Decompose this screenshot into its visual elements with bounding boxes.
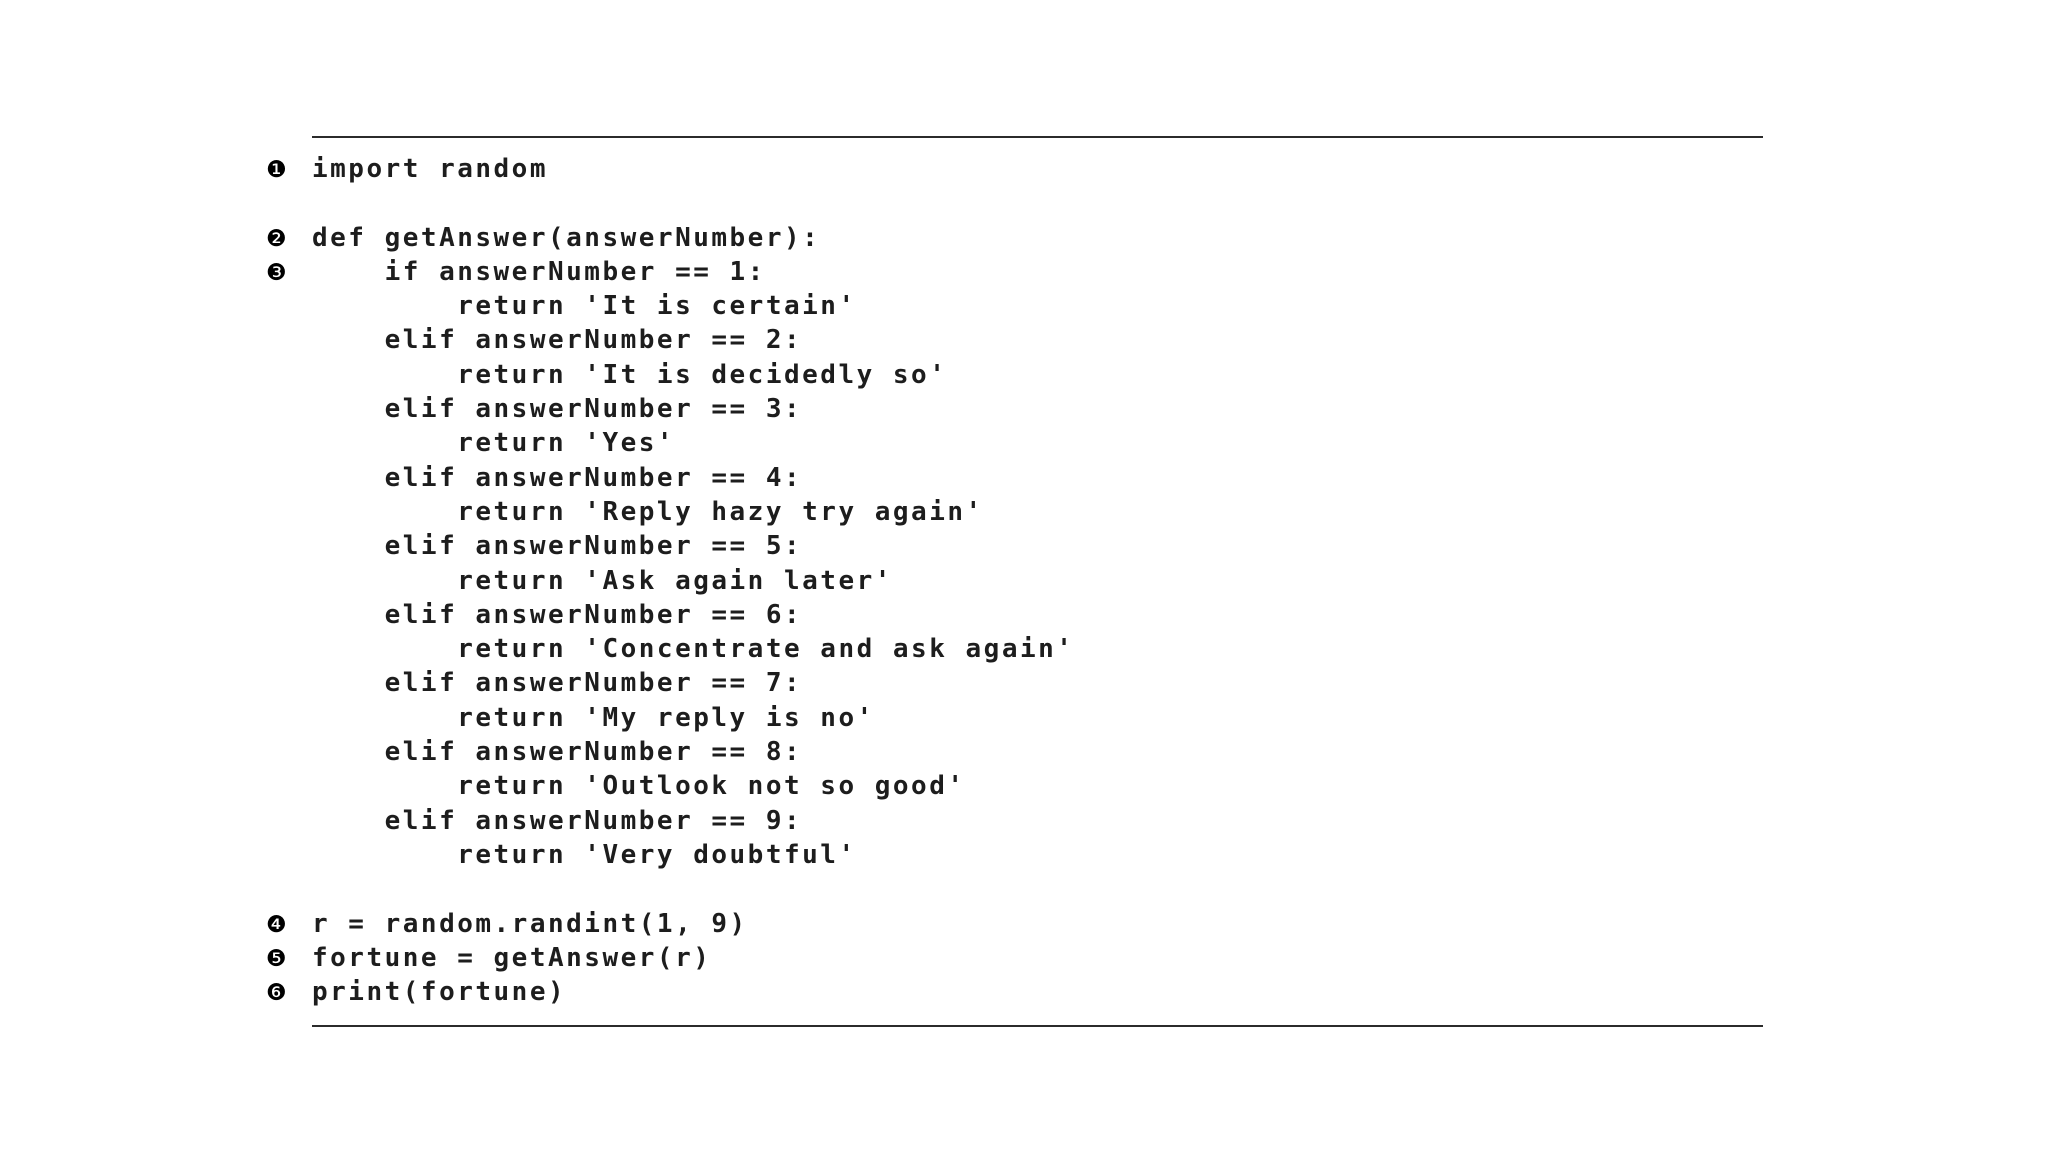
code-line: ❹ r = random.randint(1, 9): [266, 907, 1074, 941]
code-line: return 'Yes': [266, 426, 1074, 460]
code-line: return 'Ask again later': [266, 564, 1074, 598]
code-text: def getAnswer(answerNumber):: [312, 222, 821, 253]
code-text: return 'It is certain': [312, 291, 857, 322]
code-line: ❶ import random: [266, 152, 1074, 186]
callout-number-icon: ❶: [266, 157, 287, 183]
code-text: elif answerNumber == 2:: [312, 325, 803, 356]
code-text: elif answerNumber == 9:: [312, 805, 803, 836]
code-text: elif answerNumber == 6:: [312, 599, 803, 630]
code-line: ❺ fortune = getAnswer(r): [266, 941, 1074, 975]
code-line: elif answerNumber == 6:: [266, 598, 1074, 632]
code-line: elif answerNumber == 2:: [266, 323, 1074, 357]
code-listing: ❶ import random ❷ def getAnswer(answerNu…: [266, 136, 1763, 1027]
code-text: r = random.randint(1, 9): [312, 908, 748, 939]
code-line: ❷ def getAnswer(answerNumber):: [266, 221, 1074, 255]
code-text: fortune = getAnswer(r): [312, 942, 712, 973]
code-lines: ❶ import random ❷ def getAnswer(answerNu…: [266, 152, 1074, 1009]
code-line: elif answerNumber == 5:: [266, 529, 1074, 563]
code-text: return 'Reply hazy try again': [312, 496, 984, 527]
code-line: elif answerNumber == 7:: [266, 666, 1074, 700]
code-line: return 'It is decidedly so': [266, 358, 1074, 392]
callout-number-icon: ❹: [266, 911, 287, 938]
code-line: [266, 186, 1074, 220]
code-text: elif answerNumber == 5:: [312, 531, 803, 562]
callout-number-icon: ❻: [266, 980, 287, 1007]
code-text: elif answerNumber == 3:: [312, 394, 803, 425]
code-line: ❻ print(fortune): [266, 975, 1074, 1009]
code-text: return 'Concentrate and ask again': [312, 634, 1075, 665]
code-line: ❸ if answerNumber == 1:: [266, 255, 1074, 289]
code-text: return 'My reply is no': [312, 702, 875, 733]
code-text: if answerNumber == 1:: [312, 256, 766, 287]
code-text: return 'Very doubtful': [312, 839, 857, 870]
code-text: elif answerNumber == 8:: [312, 737, 803, 768]
code-line: return 'My reply is no': [266, 701, 1074, 735]
code-text: print(fortune): [312, 977, 567, 1008]
callout-number-icon: ❺: [266, 945, 287, 972]
code-line: elif answerNumber == 3:: [266, 392, 1074, 426]
listing-top-rule: [312, 136, 1763, 138]
code-text: return 'Outlook not so good': [312, 771, 966, 802]
code-line: elif answerNumber == 8:: [266, 735, 1074, 769]
callout-number-icon: ❸: [266, 259, 287, 286]
code-text: elif answerNumber == 4:: [312, 462, 803, 493]
code-text: return 'Ask again later': [312, 565, 893, 596]
code-text: import random: [312, 154, 548, 184]
code-line: [266, 872, 1074, 906]
code-line: elif answerNumber == 9:: [266, 804, 1074, 838]
code-line: return 'Concentrate and ask again': [266, 632, 1074, 666]
code-line: return 'Outlook not so good': [266, 769, 1074, 803]
code-line: return 'It is certain': [266, 289, 1074, 323]
code-text: elif answerNumber == 7:: [312, 668, 803, 699]
code-text: return 'It is decidedly so': [312, 359, 948, 390]
callout-number-icon: ❷: [266, 225, 287, 252]
code-line: elif answerNumber == 4:: [266, 461, 1074, 495]
listing-bottom-rule: [312, 1025, 1763, 1027]
code-text: return 'Yes': [312, 428, 676, 459]
code-line: return 'Reply hazy try again': [266, 495, 1074, 529]
code-line: return 'Very doubtful': [266, 838, 1074, 872]
